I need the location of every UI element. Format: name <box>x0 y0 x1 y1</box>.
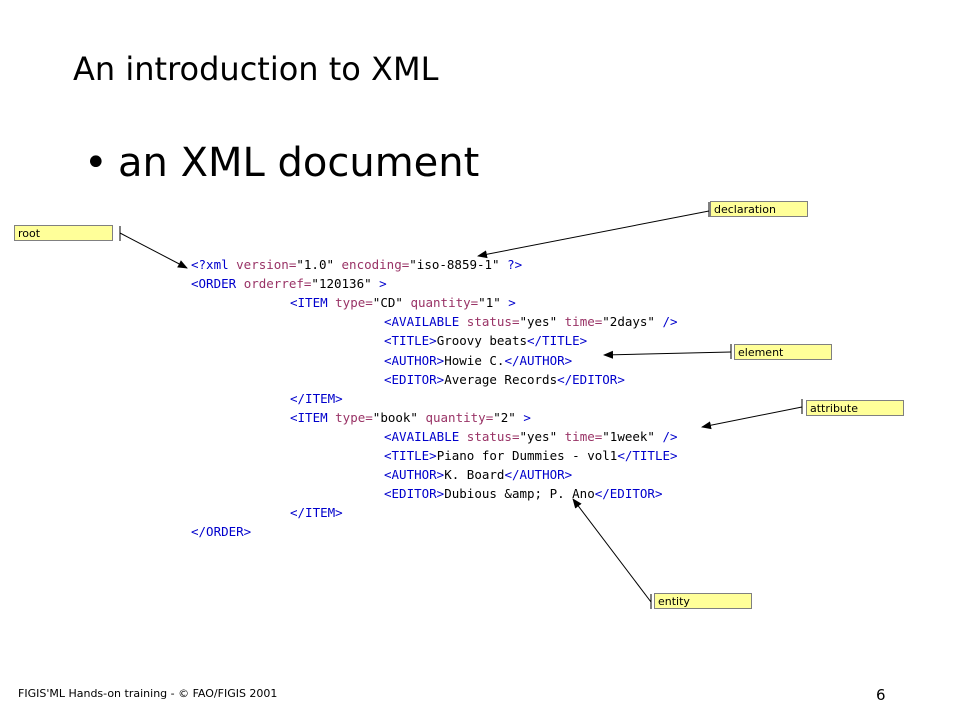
code-attribute-name: quantity= <box>410 295 479 311</box>
code-attribute-name: version= <box>236 257 297 272</box>
code-tag: > <box>379 276 387 292</box>
code-attribute-value: "1week" <box>602 428 663 444</box>
root-arrow <box>119 232 188 269</box>
code-attribute-name: orderref= <box>243 276 312 292</box>
code-attribute-value: "yes" <box>519 428 565 444</box>
code-line: <TITLE>Groovy beats</TITLE> <box>384 331 587 350</box>
code-tag: <ITEM <box>290 295 336 311</box>
code-attribute-value: "yes" <box>519 314 565 330</box>
code-tag: <ITEM <box>290 409 336 425</box>
code-attribute-name: status= <box>466 428 520 444</box>
code-line: <AUTHOR>K. Board</AUTHOR> <box>384 465 572 484</box>
code-tag: <AUTHOR> <box>384 467 445 483</box>
code-tag: <AVAILABLE <box>384 428 467 444</box>
code-line: <ITEM type="book" quantity="2" > <box>290 408 531 427</box>
code-tag: <?xml <box>191 257 237 272</box>
code-tag: </ITEM> <box>290 390 343 406</box>
bullet-item: •an XML document <box>84 140 479 186</box>
code-tag: <AUTHOR> <box>384 352 445 368</box>
code-attribute-value: "CD" <box>372 295 411 311</box>
bullet-dot-icon: • <box>84 140 108 186</box>
code-attribute-name: time= <box>564 428 603 444</box>
code-tag: <AVAILABLE <box>384 314 467 330</box>
code-line: <AUTHOR>Howie C.</AUTHOR> <box>384 351 572 370</box>
slide-title: An introduction to XML <box>73 50 439 88</box>
code-tag: </EDITOR> <box>557 371 625 387</box>
callout-entity: entity <box>654 593 752 609</box>
code-line: <EDITOR>Average Records</EDITOR> <box>384 370 625 389</box>
code-attribute-name: type= <box>335 409 373 425</box>
code-tag: </ITEM> <box>290 505 343 521</box>
code-tag: </AUTHOR> <box>504 467 573 483</box>
code-line: </ITEM> <box>290 389 343 408</box>
code-tag: <TITLE> <box>384 448 437 463</box>
code-line: <TITLE>Piano for Dummies - vol1</TITLE> <box>384 446 678 465</box>
code-attribute-value: "2" <box>493 409 524 425</box>
attribute-arrow <box>701 406 803 430</box>
code-tag: /> <box>662 314 678 330</box>
code-attribute-value: "120136" <box>311 276 380 292</box>
code-tag: <ORDER <box>191 276 244 292</box>
code-tag: > <box>523 409 531 425</box>
code-tag: </TITLE> <box>527 333 588 349</box>
code-line: <?xml version="1.0" encoding="iso-8859-1… <box>191 255 522 274</box>
code-attribute-value: "iso-8859-1" <box>409 257 508 272</box>
code-tag: <EDITOR> <box>384 371 445 387</box>
code-text: Piano for Dummies - vol1 <box>436 448 618 463</box>
code-text: Dubious &amp; P. Ano <box>444 486 595 502</box>
declaration-arrow <box>477 210 710 259</box>
callout-declaration: declaration <box>710 201 808 217</box>
code-attribute-value: "1.0" <box>296 257 342 272</box>
code-text: Average Records <box>444 371 558 387</box>
code-line: </ORDER> <box>191 522 251 541</box>
callout-element: element <box>734 344 832 360</box>
code-attribute-value: "book" <box>372 409 426 425</box>
code-line: <AVAILABLE status="yes" time="2days" /> <box>384 312 678 331</box>
entity-arrow <box>572 498 652 603</box>
code-tag: </TITLE> <box>617 448 678 463</box>
bullet-text: an XML document <box>118 140 480 186</box>
code-attribute-name: type= <box>335 295 373 311</box>
code-attribute-value: "1" <box>478 295 509 311</box>
footer-credit: FIGIS'ML Hands-on training - © FAO/FIGIS… <box>18 687 278 700</box>
code-attribute-value: "2days" <box>602 314 663 330</box>
callout-root: root <box>14 225 113 241</box>
code-tag: /> <box>662 428 678 444</box>
code-attribute-name: time= <box>564 314 603 330</box>
code-line: <AVAILABLE status="yes" time="1week" /> <box>384 427 678 446</box>
callout-attribute: attribute <box>806 400 904 416</box>
code-line: <EDITOR>Dubious &amp; P. Ano</EDITOR> <box>384 484 662 503</box>
code-line: <ITEM type="CD" quantity="1" > <box>290 293 516 312</box>
code-text: Howie C. <box>444 352 505 368</box>
code-line: </ITEM> <box>290 503 343 522</box>
element-arrow <box>603 350 732 359</box>
code-text: K. Board <box>444 467 505 483</box>
code-text: Groovy beats <box>436 333 527 349</box>
code-tag: </AUTHOR> <box>504 352 573 368</box>
code-tag: <EDITOR> <box>384 486 445 502</box>
code-attribute-name: status= <box>466 314 520 330</box>
code-attribute-name: quantity= <box>425 409 494 425</box>
code-attribute-name: encoding= <box>341 257 410 272</box>
code-line: <ORDER orderref="120136" > <box>191 274 387 293</box>
code-tag: <TITLE> <box>384 333 437 349</box>
page-number: 6 <box>876 686 886 704</box>
code-tag: > <box>508 295 516 311</box>
code-tag: </ORDER> <box>191 524 252 540</box>
code-tag: ?> <box>507 257 523 272</box>
code-tag: </EDITOR> <box>594 486 663 502</box>
